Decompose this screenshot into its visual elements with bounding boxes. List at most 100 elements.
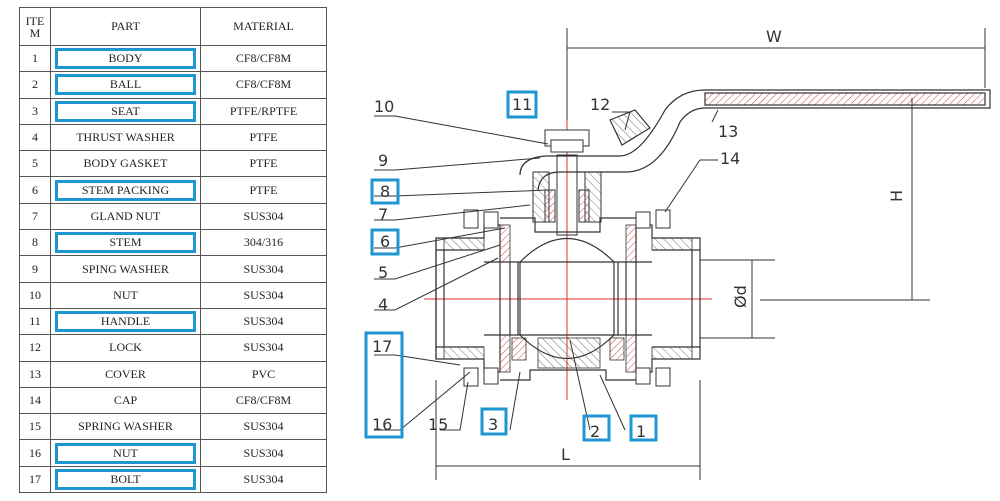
part-name: GLAND NUT bbox=[90, 208, 161, 223]
dimension-d: Ød bbox=[731, 285, 750, 308]
part-name-cell: GLAND NUT bbox=[50, 202, 201, 231]
material: SUS304 bbox=[200, 413, 327, 441]
callout-8: 8 bbox=[380, 182, 390, 201]
material: SUS304 bbox=[200, 307, 327, 336]
item-number: 4 bbox=[19, 123, 51, 152]
material: PTFE/RPTFE bbox=[200, 97, 327, 125]
item-number: 14 bbox=[19, 386, 51, 415]
ball bbox=[519, 238, 615, 359]
material: PTFE bbox=[200, 123, 327, 152]
callout-11: 11 bbox=[512, 95, 532, 114]
item-number: 13 bbox=[19, 360, 51, 388]
part-name-cell: BODY bbox=[50, 44, 201, 73]
material: CF8/CF8M bbox=[200, 44, 327, 73]
table-row: 12 LOCK SUS304 bbox=[19, 334, 327, 362]
material: SUS304 bbox=[200, 439, 327, 467]
valve-body bbox=[435, 217, 701, 381]
item-number: 17 bbox=[19, 465, 51, 494]
part-name-cell: BODY GASKET bbox=[50, 150, 201, 178]
item-number: 15 bbox=[19, 413, 51, 441]
callout-14: 14 bbox=[720, 149, 740, 168]
part-name: HANDLE bbox=[55, 311, 196, 333]
callout-16: 16 bbox=[372, 415, 392, 434]
part-name: NUT bbox=[113, 287, 138, 302]
item-number: 9 bbox=[19, 255, 51, 283]
item-number: 5 bbox=[19, 150, 51, 178]
callout-12: 12 bbox=[590, 95, 610, 114]
part-name-cell: COVER bbox=[50, 360, 201, 388]
callout-7: 7 bbox=[378, 205, 388, 224]
material: SUS304 bbox=[200, 255, 327, 283]
material: CF8/CF8M bbox=[200, 386, 327, 415]
callout-highlight-boxes bbox=[364, 90, 658, 442]
material: 304/316 bbox=[200, 229, 327, 257]
material-column-header: MATERIAL bbox=[200, 7, 327, 46]
material: SUS304 bbox=[200, 334, 327, 362]
item-number: 8 bbox=[19, 229, 51, 257]
part-name-cell: STEM bbox=[50, 229, 201, 257]
table-row: 7 GLAND NUT SUS304 bbox=[19, 202, 327, 231]
callout-10: 10 bbox=[374, 97, 394, 116]
part-name: CAP bbox=[113, 393, 138, 407]
item-number: 6 bbox=[19, 176, 51, 204]
part-name-cell: LOCK bbox=[50, 334, 201, 362]
part-name: THRUST WASHER bbox=[76, 130, 175, 145]
part-name-cell: BOLT bbox=[50, 465, 201, 494]
item-number: 7 bbox=[19, 202, 51, 231]
part-name: BODY GASKET bbox=[83, 156, 168, 171]
item-number: 3 bbox=[19, 97, 51, 125]
callout-9: 9 bbox=[378, 151, 388, 170]
part-name: LOCK bbox=[109, 340, 142, 355]
part-name-cell: BALL bbox=[50, 71, 201, 99]
material: SUS304 bbox=[200, 202, 327, 231]
bolts bbox=[463, 209, 671, 387]
part-name: BALL bbox=[55, 74, 196, 96]
callout-1: 1 bbox=[636, 422, 646, 441]
stem-assembly bbox=[532, 129, 602, 236]
part-name: SEAT bbox=[55, 100, 196, 122]
part-name: BODY bbox=[55, 48, 196, 70]
valve-diagram: 10 9 8 7 6 5 4 17 16 15 3 2 1 11 12 13 1… bbox=[364, 27, 991, 480]
item-number: 16 bbox=[19, 439, 51, 467]
dimension-lines bbox=[435, 28, 986, 480]
part-name: NUT bbox=[55, 442, 196, 464]
part-name: BOLT bbox=[55, 468, 196, 490]
table-row: 4 THRUST WASHER PTFE bbox=[19, 123, 327, 152]
item-number: 2 bbox=[19, 71, 51, 99]
item-number: 1 bbox=[19, 44, 51, 73]
part-name: COVER bbox=[105, 366, 146, 381]
material: SUS304 bbox=[200, 465, 327, 494]
part-column-header: PART bbox=[50, 7, 201, 46]
callout-15: 15 bbox=[428, 415, 448, 434]
part-name-cell: SEAT bbox=[50, 97, 201, 125]
callout-6: 6 bbox=[380, 232, 390, 251]
dimension-h: H bbox=[887, 190, 906, 202]
callout-5: 5 bbox=[378, 263, 388, 282]
callout-17: 17 bbox=[372, 337, 392, 356]
part-name-cell: THRUST WASHER bbox=[50, 123, 201, 152]
item-number: 12 bbox=[19, 334, 51, 362]
item-number: 11 bbox=[19, 307, 51, 336]
part-name-cell: CAP bbox=[50, 386, 201, 415]
material: SUS304 bbox=[200, 281, 327, 309]
callout-2: 2 bbox=[590, 422, 600, 441]
dimension-l: L bbox=[561, 445, 570, 464]
leader-lines bbox=[374, 109, 719, 431]
part-name-cell: SPING WASHER bbox=[50, 255, 201, 283]
